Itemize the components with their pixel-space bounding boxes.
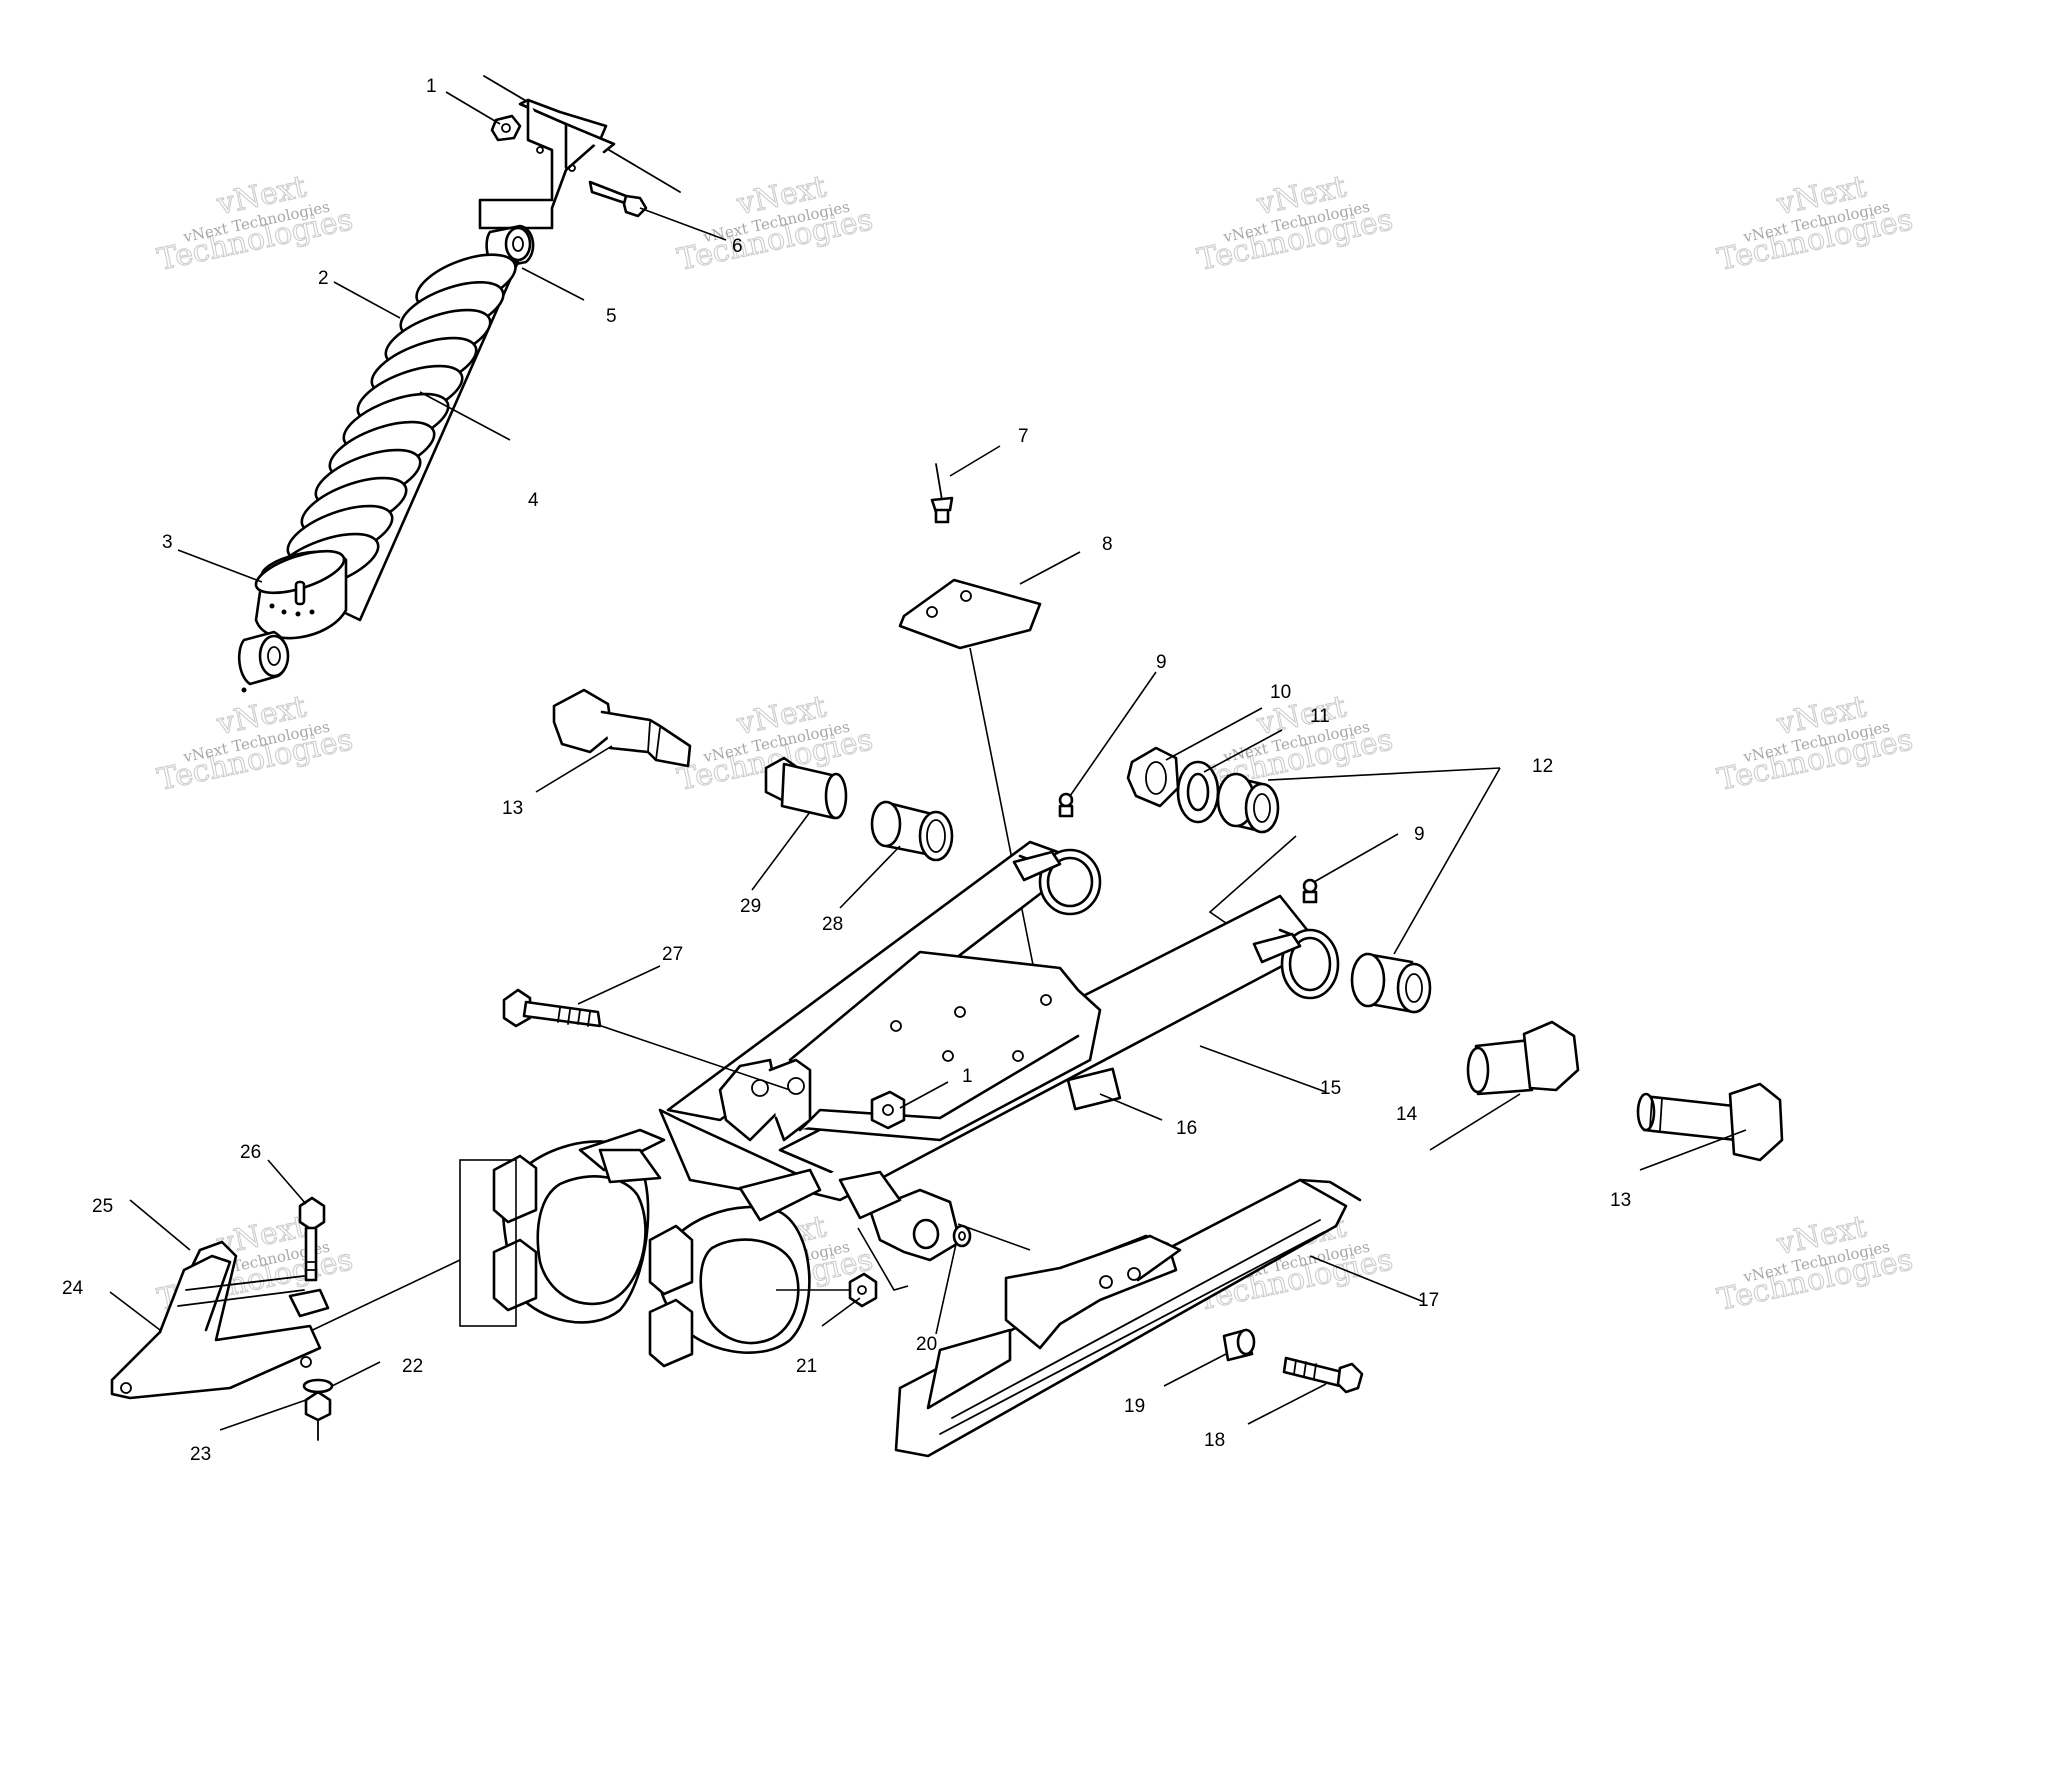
callout-13-second: 13 (1610, 1190, 1631, 1211)
grease-fitting-lower (1302, 878, 1318, 904)
clamp-bracket-box (459, 1159, 517, 1327)
watermark-4: Technologies vNext Technologies vNext (1714, 169, 1917, 279)
spacer (1222, 1328, 1256, 1362)
watermark-3: Technologies vNext Technologies vNext (1194, 169, 1397, 279)
reference-line-clamp (299, 1259, 461, 1337)
small-washer (952, 1224, 972, 1248)
upper-shock-bracket (478, 98, 616, 230)
watermark-12: Technologies vNext Technologies vNext (1714, 1209, 1917, 1319)
watermark-5: Technologies vNext Technologies vNext (154, 689, 357, 799)
callout-1: 1 (426, 76, 437, 97)
pivot-bolt-right (1466, 1020, 1580, 1096)
callout-10: 10 (1270, 682, 1291, 703)
callout-19: 19 (1124, 1396, 1145, 1417)
nut-small (848, 1272, 878, 1308)
callout-29: 29 (740, 896, 761, 917)
callout-7: 7 (1018, 426, 1029, 447)
callout-11: 11 (1310, 706, 1330, 727)
bushing-right-lower (1350, 952, 1432, 1014)
callout-28: 28 (822, 914, 843, 935)
rear-mount-bracket (110, 1240, 330, 1400)
chain-guide (894, 1178, 1362, 1458)
watermark-8: Technologies vNext Technologies vNext (1714, 689, 1917, 799)
mount-nut (304, 1390, 332, 1441)
callout-12: 12 (1532, 756, 1553, 777)
swing-arm (658, 840, 1340, 1262)
axle-clamp-right (648, 1168, 822, 1368)
callout-23: 23 (190, 1444, 211, 1465)
shock-absorber (237, 224, 535, 693)
callout-8: 8 (1102, 534, 1113, 555)
pivot-bolt-left (552, 688, 692, 768)
callout-21: 21 (796, 1356, 817, 1377)
nut-top (490, 114, 522, 142)
callout-14: 14 (1396, 1104, 1418, 1125)
callout-20: 20 (916, 1334, 937, 1355)
bolt-top (588, 180, 648, 218)
mount-washer (302, 1378, 334, 1394)
callout-17: 17 (1418, 1290, 1439, 1311)
grease-fitting-upper (1058, 792, 1074, 818)
callout-4: 4 (528, 490, 539, 511)
callout-26: 26 (240, 1142, 261, 1163)
reference-line-bolt27 (565, 1013, 791, 1091)
axle-clamp-left (492, 1128, 666, 1324)
callout-numbers: 1 2 3 4 5 6 7 8 9 10 11 12 13 14 15 16 1… (62, 76, 1631, 1465)
callout-25: 25 (92, 1196, 113, 1217)
callout-6: 6 (732, 236, 743, 257)
callout-3: 3 (162, 532, 173, 553)
callout-27: 27 (662, 944, 683, 965)
callout-2: 2 (318, 268, 329, 289)
callout-9-second: 9 (1414, 824, 1425, 845)
long-bolt (502, 988, 602, 1028)
reference-line-plate (969, 647, 1041, 1001)
reference-line-bracket20 (857, 1227, 909, 1291)
bushing-left (870, 800, 954, 862)
retainer-pin (930, 463, 954, 524)
callout-1-second: 1 (962, 1066, 973, 1087)
pivot-nut (1126, 746, 1180, 808)
guide-bolt (1282, 1356, 1364, 1394)
callout-9: 9 (1156, 652, 1167, 673)
watermark-1: Technologies vNext Technologies vNext (154, 169, 357, 279)
callout-16: 16 (1176, 1118, 1197, 1139)
coil-spring (272, 253, 517, 592)
callout-15: 15 (1320, 1078, 1341, 1099)
bushing-right-upper (1216, 772, 1280, 834)
watermark-2: Technologies vNext Technologies vNext (674, 169, 877, 279)
callout-13: 13 (502, 798, 523, 819)
mount-bolt (298, 1196, 326, 1282)
pivot-bolt-far-right (1636, 1082, 1784, 1162)
callout-22: 22 (402, 1356, 423, 1377)
callout-18: 18 (1204, 1430, 1225, 1451)
callout-24: 24 (62, 1278, 84, 1299)
leader-lines (109, 91, 1747, 1431)
callout-5: 5 (606, 306, 617, 327)
pivot-washer (1176, 760, 1220, 824)
chain-guard-plate (898, 578, 1042, 650)
inner-sleeve (764, 756, 848, 820)
nut-center (870, 1090, 906, 1130)
